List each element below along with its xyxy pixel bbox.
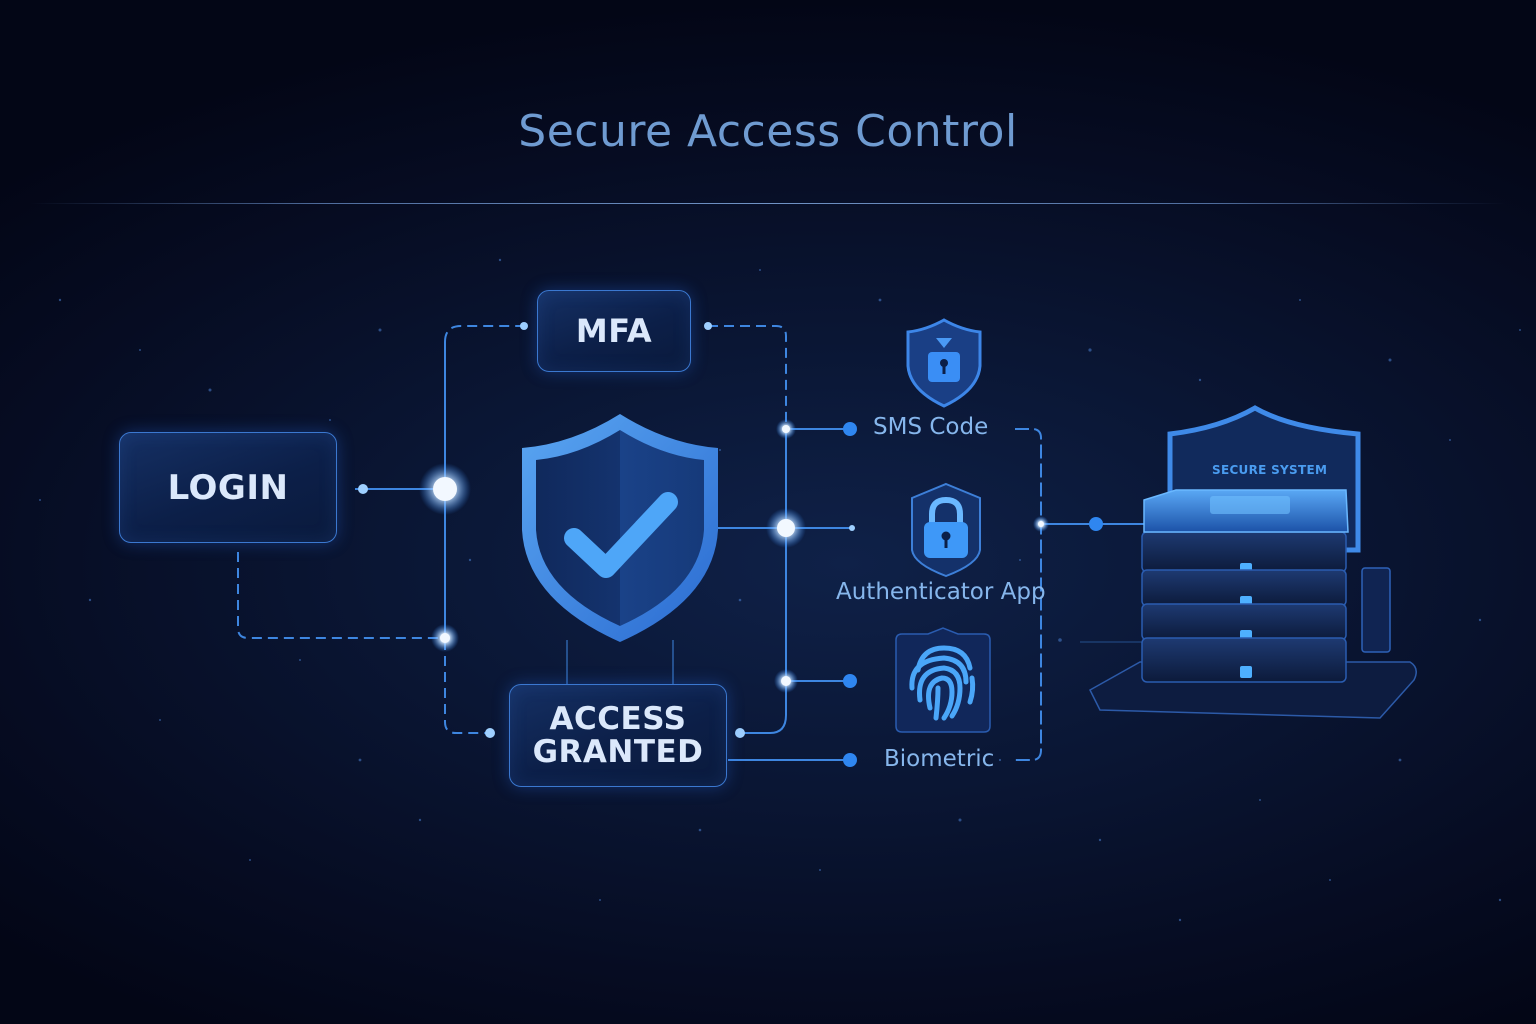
padlock-icon [911, 482, 981, 578]
login-label: LOGIN [167, 467, 289, 508]
access-granted-line1: ACCESS [549, 700, 687, 737]
fingerprint-icon [895, 627, 991, 733]
mfa-label: MFA [575, 312, 653, 350]
page-title: Secure Access Control [518, 106, 1018, 157]
secure-system-label: SECURE SYSTEM [1212, 463, 1328, 477]
authenticator-app-label: Authenticator App [836, 579, 1046, 605]
shield-lock-icon [906, 318, 982, 408]
access-granted-node: ACCESS GRANTED [509, 684, 727, 787]
mfa-node: MFA [537, 290, 691, 372]
shield-check-icon [522, 414, 718, 642]
biometric-label: Biometric [884, 746, 995, 772]
server-stack-icon [1089, 405, 1417, 719]
sms-code-label: SMS Code [873, 414, 989, 440]
title-divider [30, 203, 1506, 204]
access-granted-line2: GRANTED [532, 733, 704, 770]
login-node: LOGIN [119, 432, 337, 543]
